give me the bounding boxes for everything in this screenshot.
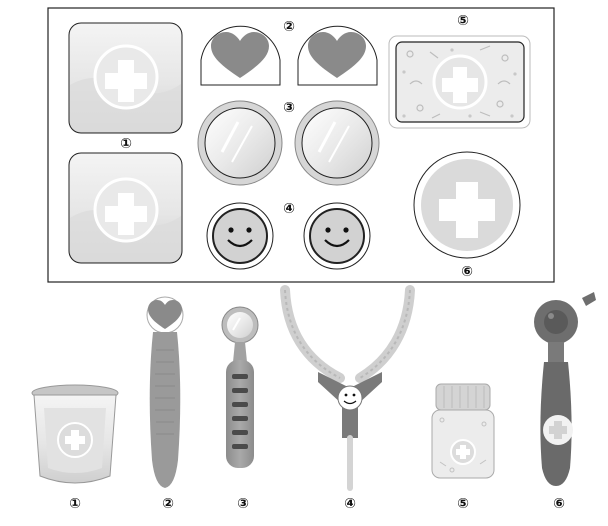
toy-label-5: ⑤ [457, 496, 469, 512]
sticker-sheet: ① ② ③ [47, 7, 555, 283]
toy-4-stethoscope [280, 285, 415, 491]
toy-label-3: ③ [237, 496, 249, 512]
sticker-label-5: ⑤ [457, 13, 469, 29]
toys-row: ① ② [31, 285, 596, 512]
toy-1-cup [31, 384, 119, 484]
sticker-2-right [297, 25, 378, 86]
sticker-label-1: ① [120, 136, 132, 152]
toy-6-otoscope [534, 292, 596, 486]
toy-3-mirror-tool [221, 306, 259, 468]
sticker-6 [413, 151, 521, 259]
sticker-label-6: ⑥ [461, 264, 473, 280]
sticker-4-left [206, 202, 274, 270]
sticker-1-top [68, 22, 183, 134]
sticker-2-left [200, 25, 281, 86]
sticker-label-3: ③ [283, 100, 295, 116]
toy-label-4: ④ [344, 496, 356, 512]
toy-label-2: ② [162, 496, 174, 512]
sticker-4-right [303, 202, 371, 270]
toy-label-1: ① [69, 496, 81, 512]
sticker-3-right [294, 100, 380, 186]
sticker-label-2: ② [283, 19, 295, 35]
sticker-3-left [197, 100, 283, 186]
sticker-5 [388, 35, 531, 129]
sticker-1-bottom [68, 152, 183, 264]
toy-label-6: ⑥ [553, 496, 565, 512]
toy-5-pill-bottle [431, 383, 495, 479]
sticker-label-4: ④ [283, 201, 295, 217]
toy-2-heart-paddle [146, 296, 184, 488]
